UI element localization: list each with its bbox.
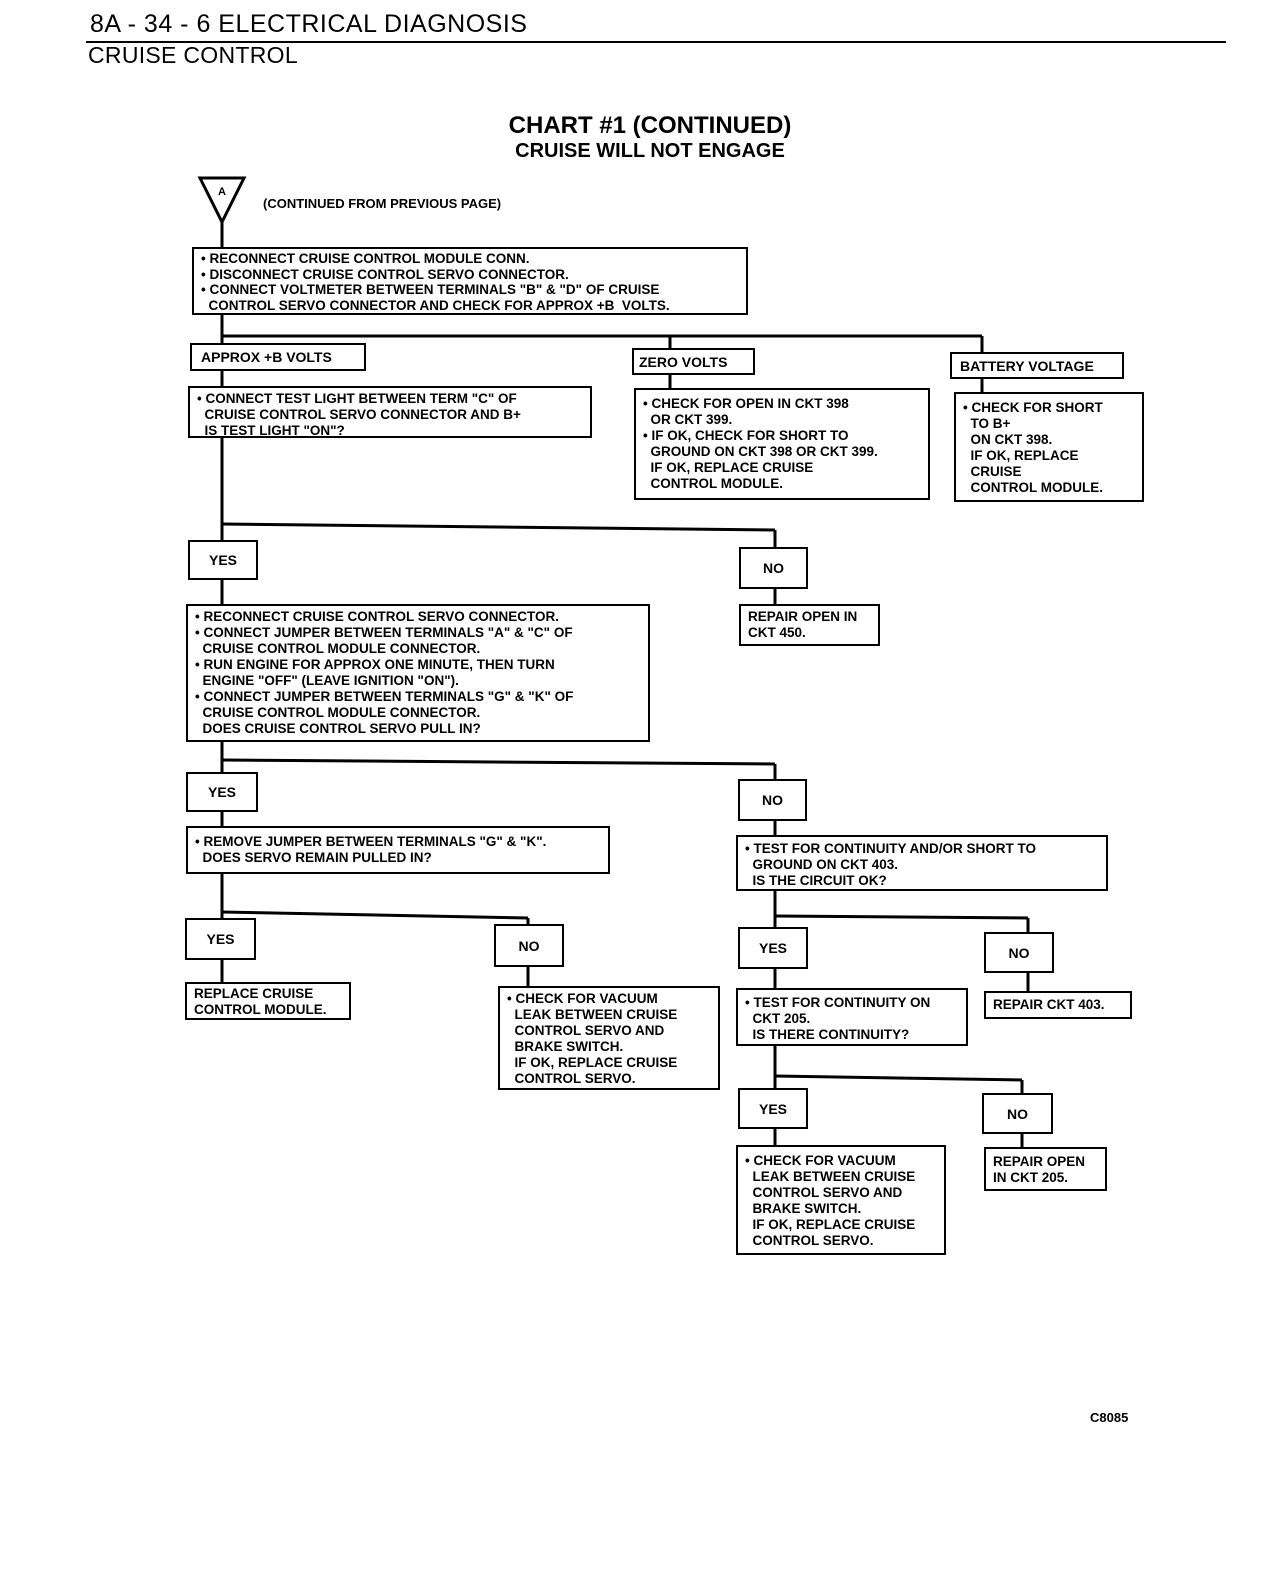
label-yes-circuit-ok: YES [738,927,808,969]
label-battery-voltage: BATTERY VOLTAGE [950,352,1124,379]
page-reference: 8A - 34 - 6 ELECTRICAL DIAGNOSIS [90,10,528,38]
section-title: CRUISE CONTROL [88,42,298,68]
check-vacuum-leak-1: • CHECK FOR VACUUM LEAK BETWEEN CRUISE C… [498,986,720,1090]
header-rule [86,41,1226,43]
label-no-test-light: NO [739,547,808,589]
replace-cruise-control-module: REPLACE CRUISE CONTROL MODULE. [185,982,351,1020]
step-test-ckt-403: • TEST FOR CONTINUITY AND/OR SHORT TO GR… [736,835,1108,891]
label-no-continuity: NO [982,1093,1053,1134]
chart-title: CHART #1 (CONTINUED) [508,112,792,139]
label-zero-volts: ZERO VOLTS [632,348,755,375]
action-zero-volts: • CHECK FOR OPEN IN CKT 398 OR CKT 399. … [634,388,930,500]
step-test-light: • CONNECT TEST LIGHT BETWEEN TERM "C" OF… [188,386,592,438]
chart-subtitle: CRUISE WILL NOT ENGAGE [515,140,785,162]
label-yes-remain-pulled: YES [185,918,256,960]
label-approx-b-volts: APPROX +B VOLTS [190,343,366,371]
connector-letter: A [218,186,226,198]
repair-ckt-450: REPAIR OPEN IN CKT 450. [739,604,880,646]
label-no-circuit-ok: NO [984,932,1054,973]
label-no-servo-pull: NO [738,779,807,821]
label-yes-test-light: YES [188,540,258,580]
continued-note: (CONTINUED FROM PREVIOUS PAGE) [263,196,502,211]
step-remove-jumper: • REMOVE JUMPER BETWEEN TERMINALS "G" & … [186,826,610,874]
check-vacuum-leak-2: • CHECK FOR VACUUM LEAK BETWEEN CRUISE C… [736,1145,946,1255]
label-no-remain-pulled: NO [494,924,564,967]
label-yes-servo-pull: YES [186,772,258,812]
label-yes-continuity: YES [738,1088,808,1129]
step-voltmeter-check: • RECONNECT CRUISE CONTROL MODULE CONN. … [192,247,748,315]
repair-ckt-403: REPAIR CKT 403. [984,991,1132,1019]
step-jumper-test: • RECONNECT CRUISE CONTROL SERVO CONNECT… [186,604,650,742]
continuation-triangle-icon [197,176,247,226]
repair-ckt-205: REPAIR OPEN IN CKT 205. [984,1147,1107,1191]
action-battery-voltage: • CHECK FOR SHORT TO B+ ON CKT 398. IF O… [954,392,1144,502]
figure-code: C8085 [1090,1410,1129,1425]
step-test-ckt-205: • TEST FOR CONTINUITY ON CKT 205. IS THE… [736,988,968,1046]
